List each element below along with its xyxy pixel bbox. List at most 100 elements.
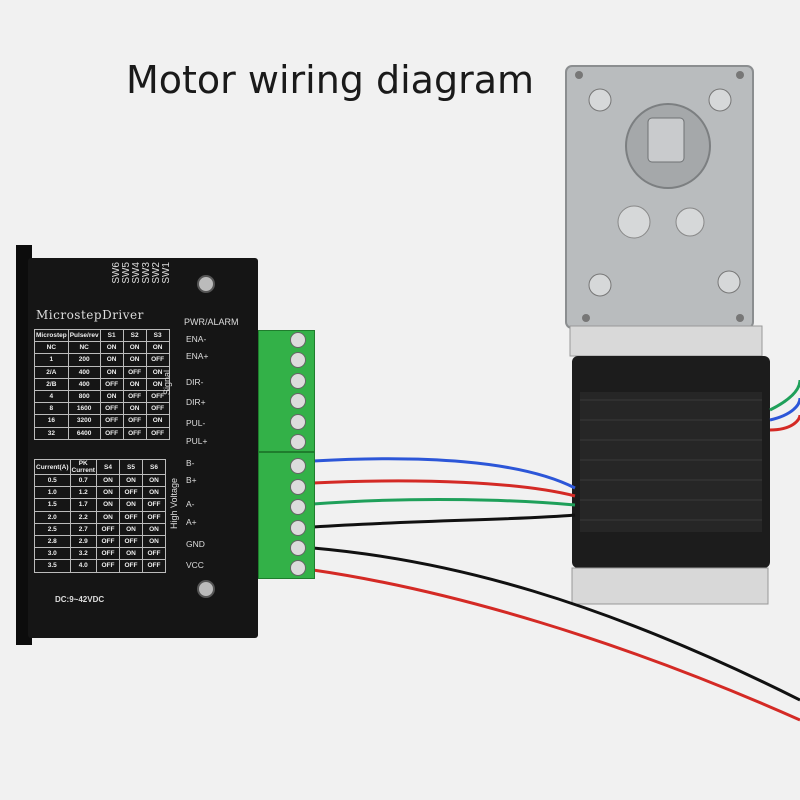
table-cell: S6 [141,459,166,475]
switch-labels: SW6 SW5 SW4 SW3 SW2 SW1 [111,262,172,284]
table-cell: ON [99,365,124,379]
table-cell: OFF [95,522,120,536]
table-cell: OFF [122,389,147,404]
table-cell: S5 [118,459,143,475]
pin-label: DIR- [186,377,204,387]
high-voltage-label: High Voltage [169,478,179,530]
page-title: Motor wiring diagram [126,58,534,102]
table-cell: 6400 [67,426,101,440]
table-cell: ON [118,522,143,536]
table-cell: ON [95,473,120,488]
table-cell: ON [122,377,147,391]
pin-label: A- [186,499,195,509]
table-cell: Current(A) [34,459,71,475]
table-cell: S3 [145,328,170,343]
table-cell: OFF [95,559,120,573]
table-cell: ON [99,341,124,355]
mount-screw-icon [197,275,215,293]
table-cell: ON [99,389,124,404]
table-cell: S2 [122,328,147,343]
table-cell: 1.0 [34,486,71,500]
table-cell: 1600 [67,402,101,416]
pin-label: ENA+ [186,351,209,361]
table-cell: 1 [34,353,69,367]
table-cell: ON [145,341,170,355]
microstep-driver [28,258,258,638]
table-cell: 1.5 [34,498,71,512]
pwr-alarm-label: PWR/ALARM [184,317,239,327]
table-cell: OFF [141,559,166,573]
table-cell: ON [122,353,147,367]
terminal-screw-icon [290,413,306,430]
table-cell: PK Current [69,459,97,475]
table-cell: ON [95,486,120,500]
terminal-screw-icon [290,560,306,577]
dc-rating: DC:9~42VDC [55,595,105,604]
table-cell: 3.2 [69,547,97,561]
table-cell: ON [122,402,147,416]
table-cell: ON [141,486,166,500]
table-cell: ON [141,473,166,488]
table-cell: OFF [122,414,147,428]
terminal-screw-icon [290,332,306,348]
driver-brand: MicrostepDriver [36,308,144,322]
gearbox [565,65,754,329]
table-cell: OFF [122,365,147,379]
power-wire-red [312,568,800,722]
table-cell: OFF [122,426,147,440]
table-cell: 2.7 [69,522,97,536]
table-cell: 32 [34,426,69,440]
table-cell: ON [118,473,143,488]
table-cell: 0.7 [69,473,97,488]
terminal-screw-icon [290,519,306,536]
table-cell: ON [95,498,120,512]
terminal-screw-icon [290,372,306,389]
table-cell: ON [118,547,143,561]
table-cell: S4 [95,459,120,475]
table-cell: OFF [118,510,143,524]
pin-label: GND [186,539,205,549]
table-cell: OFF [95,534,120,549]
pin-label: B+ [186,475,197,485]
table-cell: OFF [145,426,170,440]
table-cell: 3.0 [34,547,71,561]
terminal-screw-icon [290,478,306,495]
table-cell: OFF [118,559,143,573]
pin-label: PUL- [186,418,206,428]
pin-label: B- [186,458,195,468]
table-cell: OFF [145,402,170,416]
table-cell: 2.5 [34,522,71,536]
table-cell: 2/A [34,365,69,379]
table-cell: 1.2 [69,486,97,500]
table-cell: ON [141,522,166,536]
terminal-screw-icon [290,352,306,369]
table-cell: OFF [95,547,120,561]
signal-terminal-block [258,330,315,452]
table-cell: OFF [145,353,170,367]
switch-label: SW1 [161,262,172,284]
table-cell: ON [118,498,143,512]
table-cell: ON [145,414,170,428]
table-cell: ON [99,353,124,367]
pin-label: VCC [186,560,204,570]
table-cell: OFF [99,402,124,416]
table-cell: OFF [99,377,124,391]
pin-label: A+ [186,517,197,527]
wire-black [312,513,576,529]
pin-label: DIR+ [186,397,206,407]
table-cell: OFF [99,426,124,440]
table-cell: OFF [118,486,143,500]
pin-label: ENA- [186,334,207,344]
